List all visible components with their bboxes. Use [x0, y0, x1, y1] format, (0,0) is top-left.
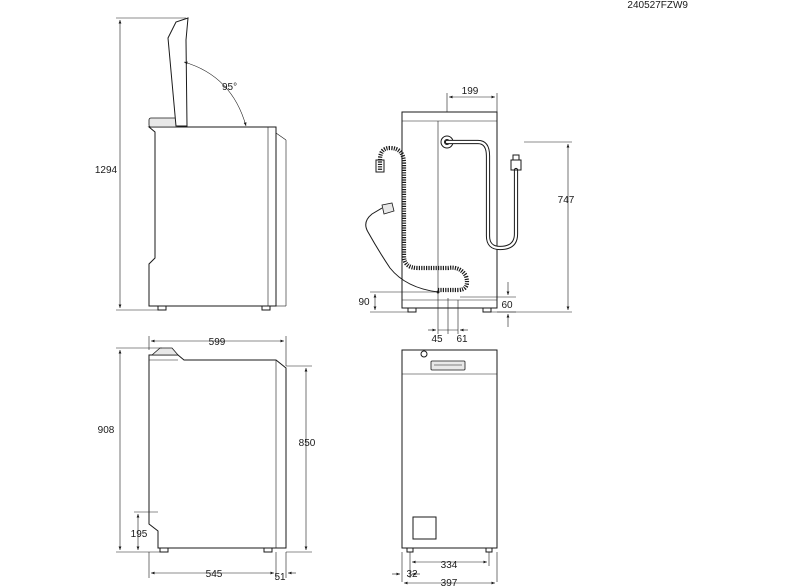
- front-view: 334 32 397: [392, 349, 498, 587]
- side-view-closed: 599 908 850 195 545 51: [98, 336, 316, 583]
- feet-span-label: 334: [441, 560, 458, 571]
- side-offset-label: 32: [406, 569, 418, 580]
- depth-label: 599: [209, 337, 226, 348]
- drain-right-label: 61: [456, 334, 468, 345]
- plinth-height-label: 195: [131, 529, 148, 540]
- side-view-open: 95° 1294: [95, 17, 287, 311]
- height-total-label: 908: [98, 425, 115, 436]
- machine-body-front: [401, 349, 498, 549]
- rear-view: 199 747 90 60 45 61: [358, 86, 574, 345]
- lid-angle-label: 95°: [222, 82, 237, 93]
- drawing-code: 240527FZW9: [627, 0, 688, 11]
- depth-body-label: 545: [206, 569, 223, 580]
- drain-height-label: 90: [358, 297, 370, 308]
- machine-body-side-closed: [148, 354, 287, 549]
- hose-offset-label: 199: [462, 86, 479, 97]
- width-label: 397: [441, 578, 458, 587]
- height-body-label: 850: [299, 438, 316, 449]
- inlet-height-label: 747: [558, 195, 575, 206]
- machine-body-side-open: [147, 126, 277, 307]
- foot-height-label: 60: [501, 300, 513, 311]
- drain-left-label: 45: [431, 334, 443, 345]
- lid-open: [167, 17, 189, 127]
- height-open-label: 1294: [95, 165, 118, 176]
- depth-extra-label: 51: [274, 572, 286, 583]
